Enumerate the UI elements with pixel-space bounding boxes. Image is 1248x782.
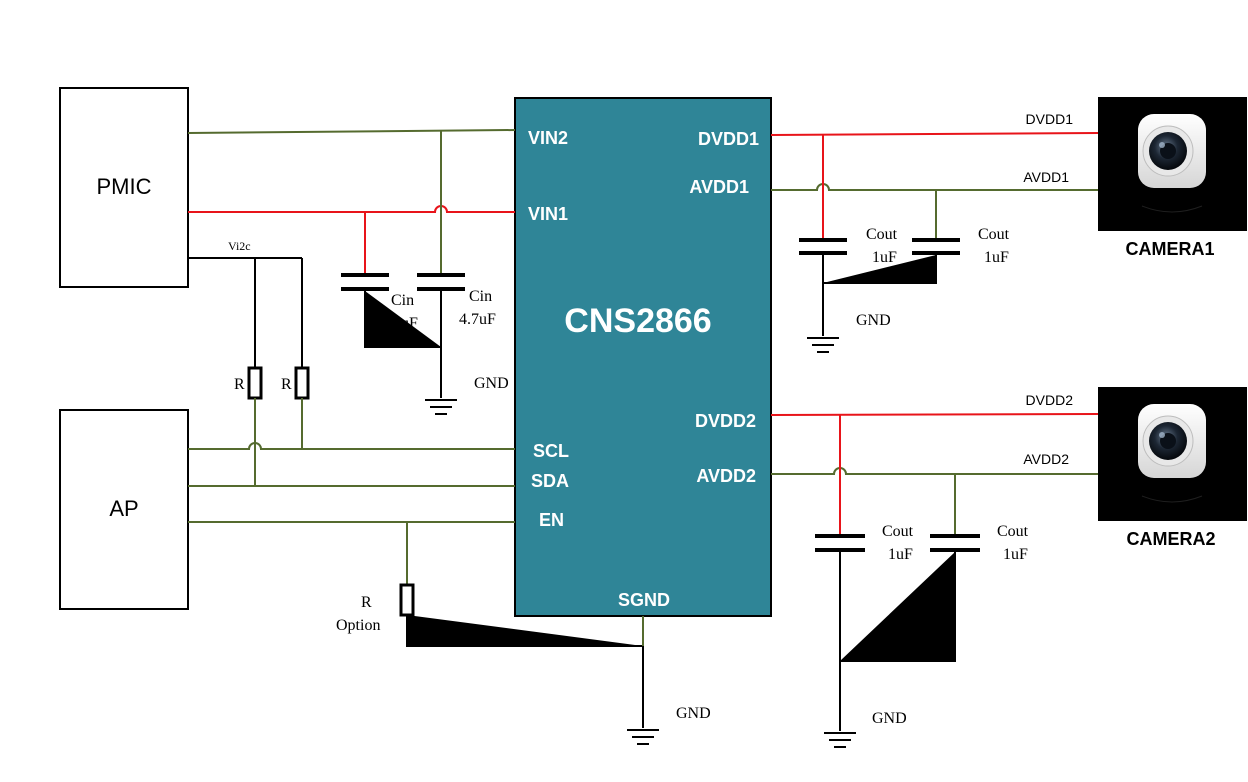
ap-block: [59, 409, 189, 610]
resistor-pullup-1-label: R: [234, 376, 245, 393]
gnd-label-sgnd: GND: [676, 705, 711, 722]
wire-vin2: [187, 129, 516, 134]
cout-cam1-ground-wire: [822, 255, 937, 336]
net-label-dvdd1: DVDD1: [1026, 111, 1074, 127]
ap-label: AP: [109, 496, 138, 521]
pin-avdd1: AVDD1: [689, 177, 749, 197]
cin-ground-wire: [364, 291, 442, 398]
wire-en: [188, 521, 515, 585]
gnd-label-cam1: GND: [856, 312, 891, 329]
chip-block: [514, 97, 772, 617]
pin-sgnd: SGND: [618, 590, 670, 610]
cout4-name: Cout: [997, 523, 1029, 540]
resistor-option-label: R: [361, 594, 372, 611]
resistor-pullup-2: [294, 366, 310, 400]
wire-avdd2: [771, 467, 1098, 475]
net-label-dvdd2: DVDD2: [1026, 392, 1074, 408]
pin-en: EN: [539, 510, 564, 530]
ground-symbol-cin: [425, 399, 457, 415]
resistor-option: [399, 583, 415, 617]
pmic-block: [59, 87, 189, 288]
pin-vin2: VIN2: [528, 128, 568, 148]
pin-scl: SCL: [533, 441, 569, 461]
cout4-value: 1uF: [1003, 546, 1028, 563]
pin-dvdd2: DVDD2: [695, 411, 756, 431]
wire-option-to-gnd: [406, 615, 643, 647]
net-label-avdd2: AVDD2: [1023, 451, 1069, 467]
ground-symbol-cam2: [824, 732, 856, 748]
chip-name: CNS2866: [564, 302, 711, 340]
cin1-value: 4.7uF: [381, 315, 418, 332]
cin2-name: Cin: [469, 288, 492, 305]
wire-vi2c: [188, 257, 303, 368]
ground-symbol-cam1: [807, 337, 839, 353]
wire-sda: [188, 398, 515, 487]
vi2c-label: Vi2c: [228, 239, 251, 253]
wire-dvdd2: [770, 413, 1099, 416]
cout2-name: Cout: [978, 226, 1010, 243]
camera1-module: [1098, 97, 1247, 231]
resistor-option-note: Option: [336, 617, 380, 634]
cout1-value: 1uF: [872, 249, 897, 266]
wire-scl: [188, 398, 515, 450]
wire-vin1: [188, 205, 515, 213]
gnd-label-cin: GND: [474, 375, 509, 392]
cout1-name: Cout: [866, 226, 898, 243]
gnd-label-cam2: GND: [872, 710, 907, 727]
camera1-label: CAMERA1: [1125, 239, 1214, 259]
cout-cam2-ground-wire: [839, 552, 956, 731]
cout3-value: 1uF: [888, 546, 913, 563]
camera2-module: [1098, 387, 1247, 521]
pin-dvdd1: DVDD1: [698, 129, 759, 149]
cout2-value: 1uF: [984, 249, 1009, 266]
resistor-pullup-2-label: R: [281, 376, 292, 393]
pin-vin1: VIN1: [528, 204, 568, 224]
resistor-pullup-1: [247, 366, 263, 400]
wire-dvdd1: [770, 132, 1099, 136]
pmic-label: PMIC: [97, 174, 152, 199]
net-label-avdd1: AVDD1: [1023, 169, 1069, 185]
pin-avdd2: AVDD2: [696, 466, 756, 486]
cout3-name: Cout: [882, 523, 914, 540]
ground-symbol-sgnd: [627, 729, 659, 745]
cin2-value: 4.7uF: [459, 311, 496, 328]
cin1-name: Cin: [391, 292, 414, 309]
pin-sda: SDA: [531, 471, 569, 491]
camera2-label: CAMERA2: [1126, 529, 1215, 549]
